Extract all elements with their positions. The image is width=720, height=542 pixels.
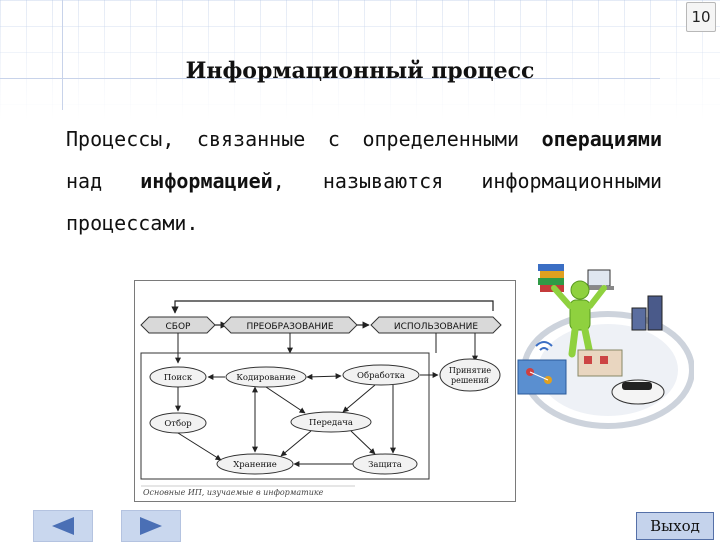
network-illustration (517, 264, 694, 429)
node-processing-label: Обработка (357, 370, 405, 381)
edge (265, 386, 306, 414)
paragraph-text: над (66, 169, 141, 193)
node-decision-label: Принятие (449, 366, 492, 375)
node-search-label: Поиск (164, 373, 193, 383)
edge (342, 384, 376, 413)
node-transfer (290, 411, 372, 433)
node-transfer-label: Передача (309, 418, 353, 428)
decorative-horizontal-line (0, 78, 660, 79)
houses-icon (577, 349, 623, 377)
previous-slide-button[interactable] (33, 510, 93, 542)
node-selection-label: Отбор (164, 418, 192, 429)
paragraph-text: Процессы, связанные с определенными (66, 127, 542, 151)
body-paragraph: Процессы, связанные с определенными опер… (66, 118, 662, 244)
node-processing (342, 364, 420, 386)
edge (306, 373, 342, 380)
decorative-vertical-line (62, 0, 63, 110)
stage-use-shape (370, 316, 502, 334)
books-icon (538, 264, 564, 292)
triangle-left-icon (52, 517, 74, 535)
node-decision (439, 358, 501, 392)
triangle-right-icon (140, 517, 162, 535)
stage-transform-label: ПРЕОБРАЗОВАНИЕ (246, 322, 333, 332)
stage-use-label: ИСПОЛЬЗОВАНИЕ (394, 322, 478, 332)
edge (280, 430, 312, 457)
diagram-caption: Основные ИП, изучаемые в информатике (143, 488, 324, 497)
person-icon (551, 280, 607, 358)
paragraph-bold-operations: операциями (541, 127, 662, 151)
node-storage (216, 453, 294, 475)
next-slide-button[interactable] (121, 510, 181, 542)
paragraph-bold-information: информацией (140, 169, 273, 193)
stage-collect-shape (140, 316, 216, 334)
laptop-icon (584, 269, 614, 290)
slide-title: Информационный процесс (185, 58, 535, 84)
information-process-diagram: СБОР ПРЕОБРАЗОВАНИЕ ИСПОЛЬЗОВАНИЕ Поиск … (134, 280, 516, 502)
stage-collect-label: СБОР (166, 322, 192, 332)
page-number: 10 (686, 2, 716, 32)
node-protection-label: Защита (368, 460, 402, 470)
header-grid-decoration (0, 0, 720, 120)
feedback-arrow (171, 300, 494, 314)
exit-button[interactable]: Выход (636, 512, 714, 540)
node-decision-label: решений (451, 376, 489, 385)
edge (350, 430, 376, 455)
car-icon (611, 379, 665, 405)
wifi-icon (535, 341, 553, 351)
network-map-icon (517, 359, 567, 395)
processes-frame (140, 352, 430, 480)
node-coding-label: Кодирование (236, 373, 295, 383)
node-storage-label: Хранение (233, 460, 277, 470)
paragraph-text: , называются информационными процессами. (66, 169, 662, 235)
stage-transform-shape (222, 316, 358, 334)
server-icon (631, 295, 663, 331)
edge (177, 432, 222, 461)
